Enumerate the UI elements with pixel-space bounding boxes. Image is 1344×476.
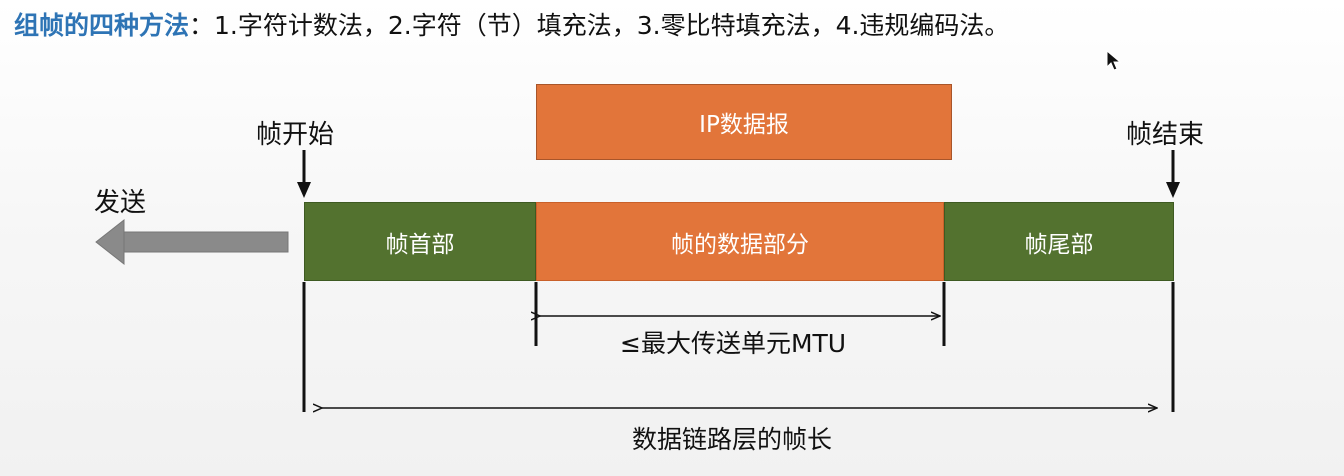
frame-start-arrow (297, 150, 311, 198)
frame-data-box: 帧的数据部分 (536, 202, 944, 281)
ip-datagram-box: IP数据报 (536, 84, 952, 160)
mouse-cursor-icon (1106, 50, 1122, 71)
page-title: 组帧的四种方法：1.字符计数法，2.字符（节）填充法，3.零比特填充法，4.违规… (14, 6, 1009, 42)
title-highlight: 组帧的四种方法 (14, 11, 190, 40)
frame-end-label: 帧结束 (1126, 120, 1205, 150)
frame-data-label: 帧的数据部分 (671, 231, 809, 258)
frame-end-arrow (1166, 150, 1180, 198)
frame-header-label: 帧首部 (385, 231, 455, 258)
frame-header-box: 帧首部 (304, 202, 536, 281)
send-label: 发送 (94, 188, 147, 218)
mtu-label: ≤最大传送单元MTU (620, 329, 847, 358)
send-arrow (95, 218, 289, 266)
frame-trailer-box: 帧尾部 (944, 202, 1174, 281)
frame-trailer-label: 帧尾部 (1024, 231, 1094, 258)
frame-start-label: 帧开始 (256, 120, 335, 150)
title-methods: ：1.字符计数法，2.字符（节）填充法，3.零比特填充法，4.违规编码法。 (189, 11, 1010, 40)
ip-datagram-label: IP数据报 (699, 112, 789, 138)
frame-length-label: 数据链路层的帧长 (632, 425, 833, 454)
